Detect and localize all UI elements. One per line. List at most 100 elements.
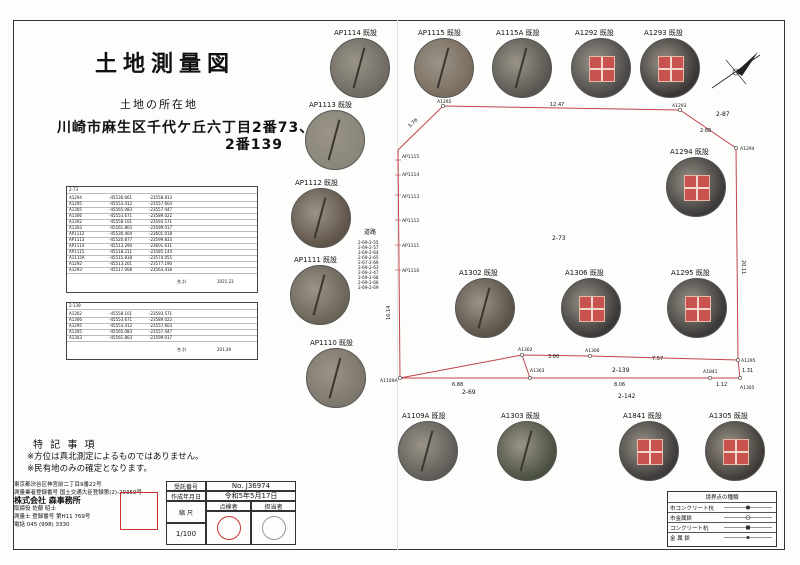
- point-label: A1295: [741, 358, 756, 364]
- boundary-marker-photo: [414, 38, 474, 98]
- table-total-label: 合 計: [177, 279, 187, 284]
- legend-row: 市金属鋲: [668, 512, 776, 523]
- table-cell: A1295: [69, 323, 82, 328]
- boundary-marker-photo: [640, 38, 700, 98]
- table-cell: -45558.101: [109, 311, 133, 316]
- table-cell: -45561.803: [109, 225, 133, 230]
- table-cell: A1302: [69, 219, 82, 224]
- fold-line: [397, 20, 398, 550]
- table-cell: A1295: [69, 201, 82, 206]
- table-header: 2-139: [67, 303, 257, 310]
- road-parcel-item: 2-69-2-64: [358, 250, 379, 255]
- boundary-marker-photo: [455, 278, 515, 338]
- date-label: 作成年月日: [166, 491, 206, 501]
- marker-plate-icon: [723, 439, 749, 465]
- table-cell: -45558.101: [109, 219, 133, 224]
- table-row: AP1113-45520.877-23599.833: [67, 237, 257, 244]
- point-label: AP1110: [402, 268, 419, 274]
- table-row: AP1112-45530.404-23601.018: [67, 231, 257, 238]
- table-cell: A1302: [69, 311, 82, 316]
- boundary-points: [398, 104, 742, 380]
- marker-plate-icon: [658, 56, 684, 82]
- table-cell: A1115A: [69, 255, 85, 260]
- dim-label: 7.57: [652, 356, 663, 362]
- marker-crack-icon: [436, 47, 450, 89]
- table-cell: AP1112: [69, 231, 85, 236]
- company-address: 東京都渋谷区神宮前二丁目9番22号: [14, 482, 102, 488]
- table-row: A1303-45561.803-23599.017: [67, 225, 257, 232]
- parcel-label-east: 2-87: [716, 111, 730, 118]
- photo-label: A1109A 既設: [402, 412, 446, 420]
- marker-plate-icon: [637, 439, 663, 465]
- boundary-marker-photo: [666, 157, 726, 217]
- table-cell: -23558.813: [149, 195, 173, 200]
- address-line-1: 川崎市麻生区千代ケ丘六丁目2番73、: [57, 120, 315, 136]
- legend-row: 金 属 鋲: [668, 532, 776, 543]
- legend-item-label: 金 属 鋲: [670, 536, 690, 542]
- road-parcel-item: 2-69-2-55: [358, 240, 379, 245]
- table-cell: -45513.290: [109, 243, 133, 248]
- dim-label: 8.06: [614, 382, 625, 388]
- table-cell: A1303: [69, 335, 82, 340]
- manager-stamp-box: [251, 511, 296, 545]
- boundary-marker-photo: [705, 421, 765, 481]
- road-parcel-item: 2-69-2-57: [358, 245, 379, 250]
- dim-label: 16.14: [386, 306, 392, 320]
- legend-item-label: 市コンクリート杭: [670, 506, 715, 512]
- dim-label: 2.88: [700, 128, 711, 134]
- parcel-label-main: 2-73: [552, 235, 566, 242]
- company-name: 株式会社 森事務所: [14, 496, 81, 505]
- table-row: A1305-45565.083-23557.447: [67, 207, 257, 214]
- dim-label: 12.47: [550, 102, 564, 108]
- parcel-label-sub: 2-139: [612, 367, 630, 374]
- photo-label: A1305 既設: [709, 412, 748, 420]
- table-header: 2-73: [67, 187, 257, 194]
- dim-label: 6.88: [452, 382, 463, 388]
- table-cell: -45553.412: [109, 323, 133, 328]
- table-cell: AP1113: [69, 237, 85, 242]
- company-block: 東京都渋谷区神宮前二丁目9番22号 測量業者登録番号 国土交通大臣登録第(2)-…: [14, 481, 166, 549]
- north-arrow-icon: [711, 52, 761, 89]
- boundary-marker-photo: [330, 38, 390, 98]
- table-cell: -45536.661: [109, 195, 133, 200]
- marker-plate-icon: [684, 175, 710, 201]
- marker-crack-icon: [313, 197, 327, 239]
- table-cell: A1306: [69, 317, 82, 322]
- table-cell: A1292: [69, 261, 82, 266]
- photo-label: A1292 既設: [575, 29, 614, 37]
- marker-crack-icon: [514, 47, 528, 89]
- dim-label: 1.31: [742, 368, 753, 374]
- order-no-label: 受託番号: [166, 481, 206, 491]
- boundary-marker-photo: [398, 421, 458, 481]
- table-row: A1295 -45553.412 -23557.603: [67, 323, 257, 330]
- table-cell: -45517.008: [109, 267, 133, 272]
- checker-label: 点検者: [206, 501, 251, 511]
- parcel-label-south: 2-69: [462, 389, 476, 396]
- boundary-marker-photo: [492, 38, 552, 98]
- boundary-2-139: [521, 354, 741, 379]
- road-parcel-item: 2-69-2-47: [358, 270, 379, 275]
- boundary-marker-photo: [561, 278, 621, 338]
- boundary-marker-photo: [305, 110, 365, 170]
- dim-label: 3.60: [548, 354, 559, 360]
- date: 令和5年5月17日: [206, 491, 296, 501]
- legend-row: 市コンクリート杭: [668, 502, 776, 513]
- table-cell: -23589.022: [149, 317, 173, 322]
- table-cell: -45553.412: [109, 201, 133, 206]
- checker-stamp-box: [206, 511, 251, 545]
- photo-label: AP1113 既設: [309, 101, 353, 109]
- point-label: A1841: [703, 369, 718, 375]
- table-parcel: 2-139: [69, 303, 81, 308]
- table-cell: -23593.571: [149, 311, 173, 316]
- order-no: No. J36974: [206, 481, 296, 491]
- table-cell: -45515.818: [109, 255, 133, 260]
- road-parcel-item: 2-69-2-66: [358, 280, 379, 285]
- photo-label: AP1110 既設: [310, 339, 354, 347]
- page-title: 土地測量図: [95, 52, 236, 77]
- table-cell: -23557.603: [149, 323, 173, 328]
- note-item: ※方位は真北測定によるものではありません。: [27, 452, 204, 462]
- table-cell: -45561.803: [109, 335, 133, 340]
- boundary-marker-photo: [291, 188, 351, 248]
- table-cell: -45553.671: [109, 213, 133, 218]
